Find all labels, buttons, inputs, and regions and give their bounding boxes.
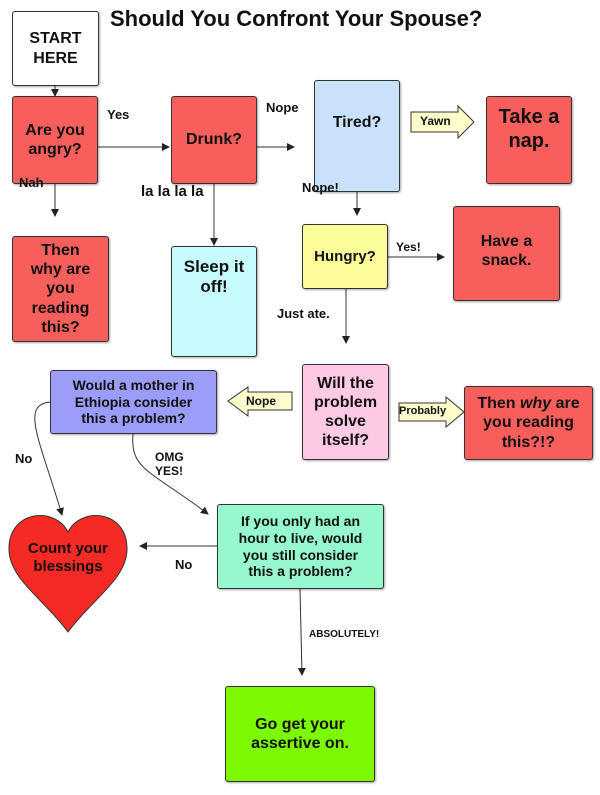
node-why-reading: Then why are you reading this? [12,236,109,342]
node-hour: If you only had an hour to live, would y… [217,504,384,589]
node-text: Go get your assertive on. [251,715,349,752]
node-text: START HERE [29,30,82,67]
node-text: Have a snack. [480,233,533,270]
node-why-reading-2: Then why are you reading this?!? [464,386,593,460]
omg-text: OMG [155,450,184,464]
edge-label-yes2: Yes! [396,240,421,254]
edge-mother-heart [34,401,64,516]
node-text: Drunk? [186,131,242,149]
edge-label-yawn: Yawn [420,114,451,128]
node-start: START HERE [12,11,99,86]
edge-label-ate: Just ate. [277,306,330,321]
edge-label-nope2: Nope! [302,180,339,195]
node-assertive: Go get your assertive on. [225,686,375,782]
node-solve: Will the problem solve itself? [302,364,389,460]
heart-shape [8,515,128,633]
edge-mother-hour [132,433,209,515]
nope-arrow [227,386,293,417]
node-sleep: Sleep it off! [171,246,257,357]
edge-label-yes: Yes [107,107,130,122]
node-angry: Are you angry? [12,96,98,184]
node-text: Are you angry? [25,121,85,158]
edge-label-absolutely: ABSOLUTELY! [309,629,380,640]
node-text: Hungry? [314,247,376,265]
text-emphasis: why [520,395,552,413]
node-nap: Take a nap. [486,96,572,184]
node-text: Would a mother in Ethiopia consider this… [72,376,195,427]
yawn-arrow [410,104,475,140]
node-tired: Tired? [314,80,400,192]
edge-label-nope: Nope [266,100,299,115]
node-blessings: Count your blessings [8,530,128,586]
edge-label-nah: Nah [19,175,44,190]
edge-label-la: la la la la [141,183,204,200]
text-part: are you reading this?!? [483,395,580,451]
node-text: Then why are you reading this? [30,242,91,336]
node-text: Take a nap. [498,106,560,152]
node-mother: Would a mother in Ethiopia consider this… [50,370,217,434]
node-text: Sleep it off! [183,257,245,297]
node-text: Will the problem solve itself? [313,374,378,450]
edge-label-nope3: Nope [246,394,276,408]
text-part: Then [477,395,521,413]
node-text: Then why are you reading this?!? [471,394,586,452]
edge-hour-assertive [297,588,306,676]
node-text: Count your blessings [28,540,108,575]
edge-label-no: No [15,451,33,466]
node-snack: Have a snack. [453,206,560,301]
node-drunk: Drunk? [171,96,257,184]
page-title: Should You Confront Your Spouse? [110,6,483,31]
edge-label-no2: No [175,557,193,572]
node-text: Tired? [332,114,382,131]
node-hungry: Hungry? [302,224,388,289]
edge-label-probably: Probably [399,405,447,417]
yes-text: YES! [155,464,184,478]
node-text: If you only had an hour to live, would y… [238,512,363,580]
probably-arrow [398,395,465,429]
